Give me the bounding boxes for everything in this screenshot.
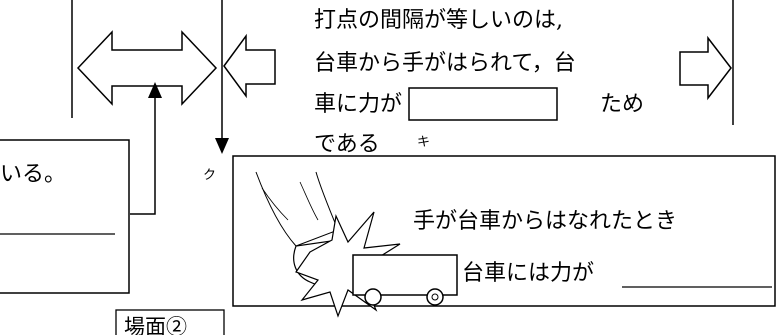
up-arrow-head-icon bbox=[148, 82, 162, 98]
cart-body-icon bbox=[352, 254, 458, 296]
blank-label-ki: キ bbox=[417, 135, 430, 150]
explanation-line-3-pre: 車に力が bbox=[314, 92, 402, 117]
double-arrow-icon bbox=[76, 30, 218, 106]
right-arrow-icon bbox=[679, 35, 732, 101]
explanation-line-2: 台車から手がはられて，台 bbox=[314, 51, 576, 76]
left-box-text: いる。 bbox=[0, 162, 66, 187]
blank-label-ku: ク bbox=[203, 168, 216, 183]
left-answer-box bbox=[0, 139, 130, 294]
illustration-caption-bottom: 台車には力が bbox=[462, 261, 594, 286]
left-arrow-icon bbox=[223, 33, 276, 99]
down-arrow-head-icon bbox=[215, 138, 229, 154]
explanation-line-1: 打点の間隔が等しいのは, bbox=[314, 8, 563, 33]
scene-label-box bbox=[115, 309, 225, 335]
cart-rear-wheel-icon bbox=[364, 288, 382, 306]
up-connector-line bbox=[130, 96, 156, 215]
explanation-line-4: である bbox=[314, 132, 380, 157]
answer-blank-ki[interactable] bbox=[408, 87, 558, 121]
scene-label: 場面② bbox=[124, 315, 187, 335]
cart-wheel-hub-icon bbox=[431, 293, 439, 301]
explanation-line-3-post: ため bbox=[600, 92, 644, 117]
illustration-caption-top: 手が台車からはなれたとき bbox=[413, 209, 677, 234]
sleeve-fold-icon bbox=[261, 187, 289, 221]
sleeve-fold-icon-2 bbox=[299, 181, 319, 221]
